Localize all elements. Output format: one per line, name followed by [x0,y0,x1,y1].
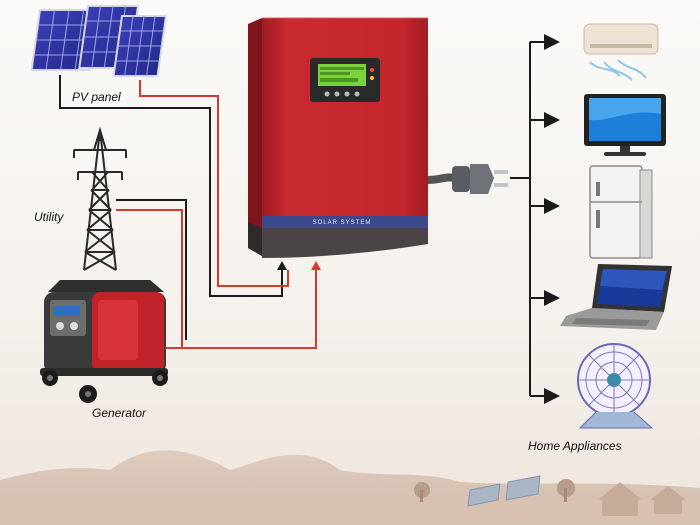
television-icon [584,94,666,156]
generator-label: Generator [92,406,147,420]
background-landscape [0,450,700,525]
utility-label: Utility [34,210,64,224]
laptop-icon [560,264,672,330]
inverter-icon [248,17,428,258]
plug-icon [427,164,508,194]
pv-input-arrow [277,261,287,270]
inverter-brand-label: SOLAR SYSTEM [312,220,372,226]
transmission-tower-icon [73,126,127,271]
fan-icon [577,343,654,429]
refrigerator-icon [589,165,653,259]
solar-panel-icon [30,5,168,77]
air-conditioner-icon [583,23,659,81]
home-appliances-label: Home Appliances [528,439,622,453]
output-bus [510,34,560,404]
pv-panel-label: PV panel [72,90,121,104]
wires [59,75,317,349]
generator-icon [40,280,168,403]
ac-input-arrow [311,261,321,270]
